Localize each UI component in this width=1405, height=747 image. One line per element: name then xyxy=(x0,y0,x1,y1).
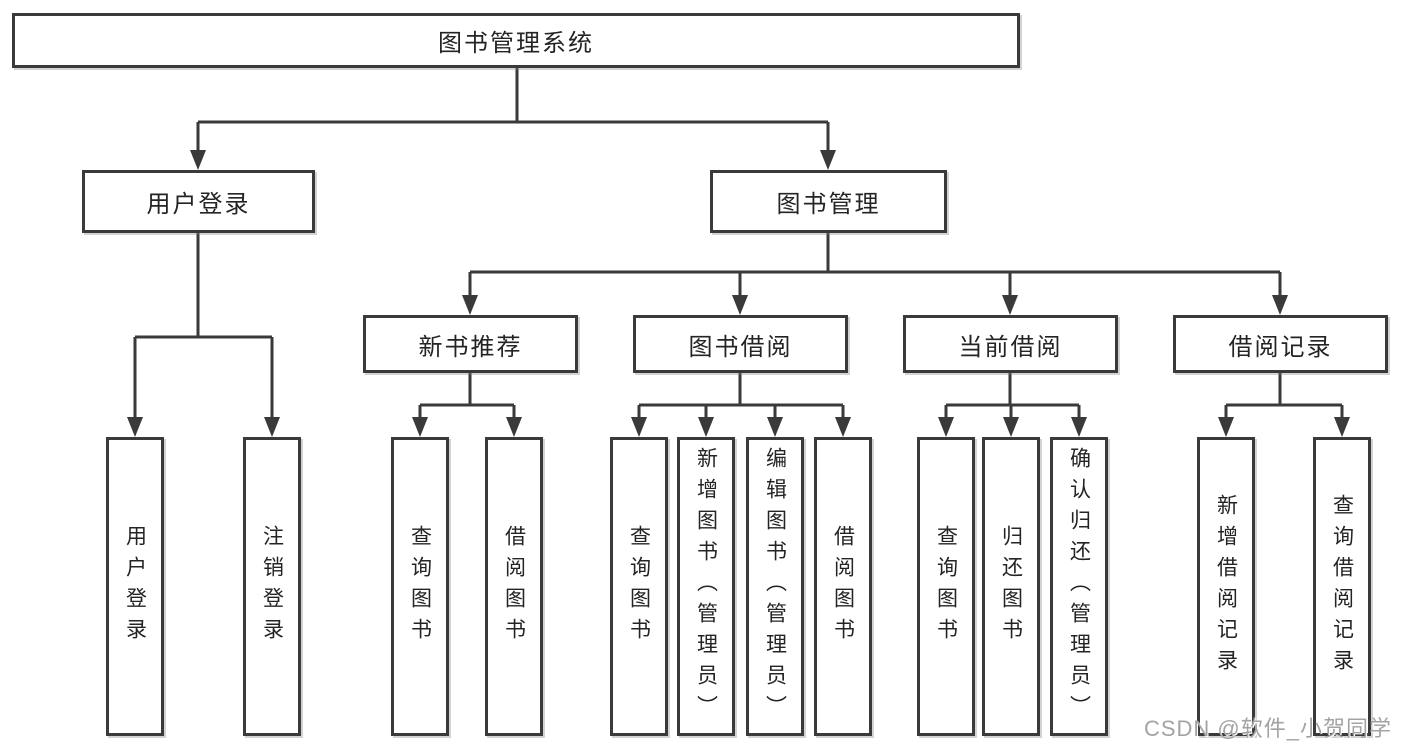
leaf-newbook-borrow-books: 借阅图书 xyxy=(485,437,543,736)
leaf-add-books-admin-label: 新增图书（管理员） xyxy=(694,447,718,726)
leaf-borrow-query-books: 查询图书 xyxy=(610,437,668,736)
leaf-edit-books-admin-label: 编辑图书（管理员） xyxy=(763,447,787,726)
csdn-watermark: CSDN @软件_小贺同学 xyxy=(1143,716,1392,741)
leaf-edit-books-admin: 编辑图书（管理员） xyxy=(746,437,804,736)
leaf-query-borrow-record-label: 查询借阅记录 xyxy=(1330,493,1354,680)
node-new-book-recommend-label: 新书推荐 xyxy=(418,333,523,361)
node-new-book-recommend: 新书推荐 xyxy=(363,315,578,373)
leaf-logout-label: 注销登录 xyxy=(260,524,284,649)
leaf-confirm-return-admin-label: 确认归还（管理员） xyxy=(1067,447,1091,726)
leaf-newbook-query-books-label: 查询图书 xyxy=(408,524,432,649)
node-root: 图书管理系统 xyxy=(12,13,1020,68)
node-current-borrowing-label: 当前借阅 xyxy=(958,333,1063,361)
leaf-borrow-books-label: 借阅图书 xyxy=(831,524,855,649)
leaf-current-query-books-label: 查询图书 xyxy=(934,524,958,649)
leaf-newbook-borrow-books-label: 借阅图书 xyxy=(502,524,526,649)
leaf-return-books: 归还图书 xyxy=(982,437,1040,736)
node-current-borrowing: 当前借阅 xyxy=(903,315,1118,373)
leaf-logout: 注销登录 xyxy=(243,437,301,736)
leaf-current-query-books: 查询图书 xyxy=(917,437,975,736)
leaf-query-borrow-record: 查询借阅记录 xyxy=(1313,437,1371,736)
node-book-management: 图书管理 xyxy=(710,170,947,233)
node-book-management-label: 图书管理 xyxy=(776,191,881,218)
node-borrowing-records: 借阅记录 xyxy=(1173,315,1388,373)
leaf-add-books-admin: 新增图书（管理员） xyxy=(677,437,735,736)
node-user-login-label: 用户登录 xyxy=(146,191,251,218)
leaf-add-borrow-record-label: 新增借阅记录 xyxy=(1214,493,1238,680)
node-book-borrowing: 图书借阅 xyxy=(633,315,848,373)
leaf-borrow-books: 借阅图书 xyxy=(814,437,872,736)
leaf-return-books-label: 归还图书 xyxy=(999,524,1023,649)
tree-edges xyxy=(133,68,1344,418)
node-root-label: 图书管理系统 xyxy=(438,30,594,57)
leaf-confirm-return-admin: 确认归还（管理员） xyxy=(1050,437,1108,736)
leaf-user-login-label: 用户登录 xyxy=(123,524,147,649)
node-borrowing-records-label: 借阅记录 xyxy=(1228,333,1333,361)
node-book-borrowing-label: 图书借阅 xyxy=(688,333,793,361)
leaf-add-borrow-record: 新增借阅记录 xyxy=(1197,437,1255,736)
leaf-borrow-query-books-label: 查询图书 xyxy=(627,524,651,649)
node-user-login: 用户登录 xyxy=(82,170,315,233)
leaf-newbook-query-books: 查询图书 xyxy=(391,437,449,736)
leaf-user-login: 用户登录 xyxy=(106,437,164,736)
